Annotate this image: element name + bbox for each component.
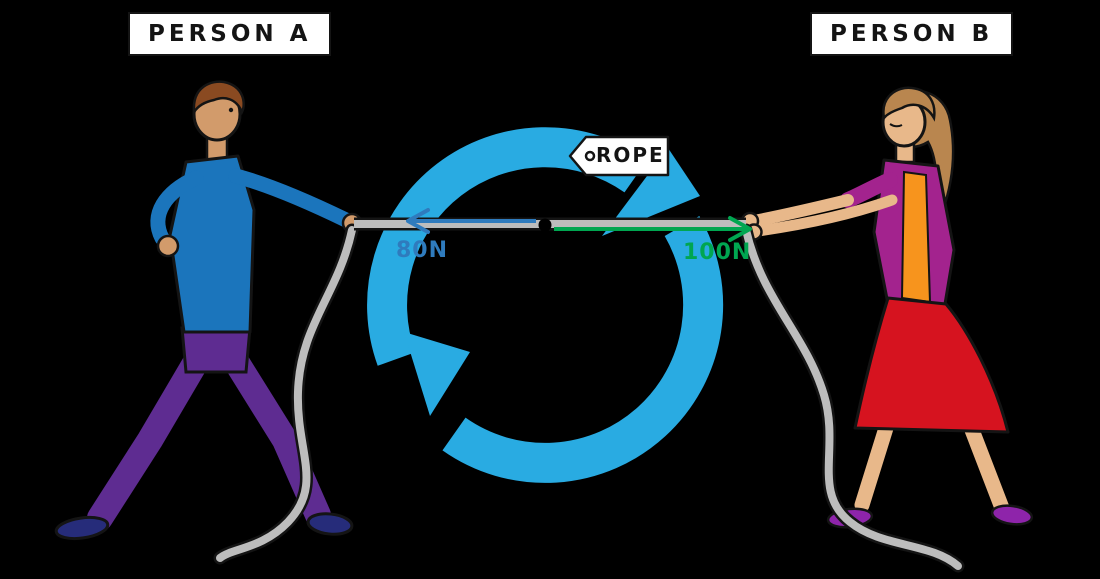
rope-tag-label: ROPE xyxy=(596,143,665,167)
force-arrow-right xyxy=(554,216,752,242)
person-b-back-shoe xyxy=(990,504,1034,526)
force-arrow-left xyxy=(406,208,536,234)
person-a-back-arm xyxy=(150,170,204,246)
person-b-undershirt xyxy=(900,170,932,304)
person-a-label: PERSON A xyxy=(128,12,332,56)
person-b-label: PERSON B xyxy=(810,12,1014,56)
person-b-figure xyxy=(740,86,1034,529)
rope-slack-left xyxy=(216,226,356,562)
person-a-right-shoe xyxy=(306,512,354,536)
person-b-front-leg xyxy=(854,420,894,513)
person-a-left-shoe xyxy=(54,515,110,541)
person-b-upper-forearm xyxy=(748,194,854,227)
person-b-skirt xyxy=(853,296,1010,434)
person-a-front-arm xyxy=(228,168,354,228)
rope-tag xyxy=(568,135,670,177)
person-a-figure xyxy=(54,80,363,541)
person-b-back-leg xyxy=(964,422,1010,516)
person-a-fist xyxy=(156,234,180,258)
rope-tag-shape xyxy=(568,135,670,177)
logo-arc-bottom xyxy=(442,216,724,483)
rope-tag-hole xyxy=(584,150,596,162)
person-a-back-leg xyxy=(87,342,213,531)
force-arrow-left-head xyxy=(406,208,430,234)
force-arrow-right-head xyxy=(728,216,752,242)
person-b-eye xyxy=(889,123,903,128)
circular-arrow-logo-icon xyxy=(367,127,724,483)
person-a-eye xyxy=(228,107,234,113)
person-a-hair xyxy=(192,80,245,116)
force-left-label: 80N xyxy=(396,238,449,263)
person-b-hair-front xyxy=(882,86,936,122)
rope-slack-right xyxy=(742,226,962,570)
logo-point-upper xyxy=(602,148,700,236)
rope-midpoint-dot xyxy=(538,218,552,232)
logo-point-lower xyxy=(404,332,470,416)
force-right-label: 100N xyxy=(683,240,752,265)
person-a-hips xyxy=(180,326,252,374)
person-b-lower-forearm xyxy=(752,194,898,237)
